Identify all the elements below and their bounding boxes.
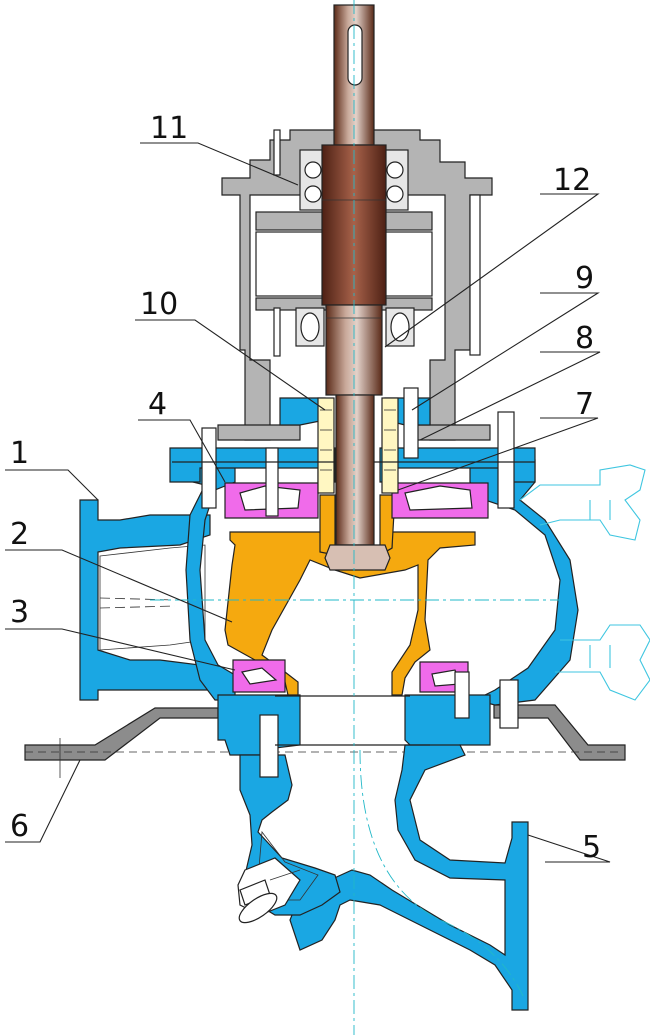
packing-marks [320,409,396,471]
flange-bolts [201,387,519,778]
part-label-7: 7 [575,387,594,422]
part-label-12: 12 [553,163,591,198]
part-label-10: 10 [140,287,178,322]
pump-casing [79,459,579,1011]
suction-inlet-dashes [99,597,176,609]
suction-neck [275,695,430,746]
wear-rings [224,482,489,693]
drain-valve [237,857,301,924]
part-label-4: 4 [148,387,167,422]
part-label-8: 8 [575,321,594,356]
part-label-11: 11 [150,111,188,146]
lower-bearing [295,307,415,347]
part-label-1: 1 [10,436,29,471]
part-label-9: 9 [575,261,594,296]
part-label-2: 2 [10,517,29,552]
base-plate [24,704,626,778]
housing-side-bolts [273,129,481,357]
centerlines [150,0,560,1035]
part-label-6: 6 [10,809,29,844]
leader-lines [5,142,611,863]
part-label-5: 5 [582,830,601,865]
ghost-valve-outline [519,464,650,701]
part-label-3: 3 [10,595,29,630]
part-number-labels: 11 12 9 10 8 4 7 1 2 3 6 5 [10,111,601,865]
